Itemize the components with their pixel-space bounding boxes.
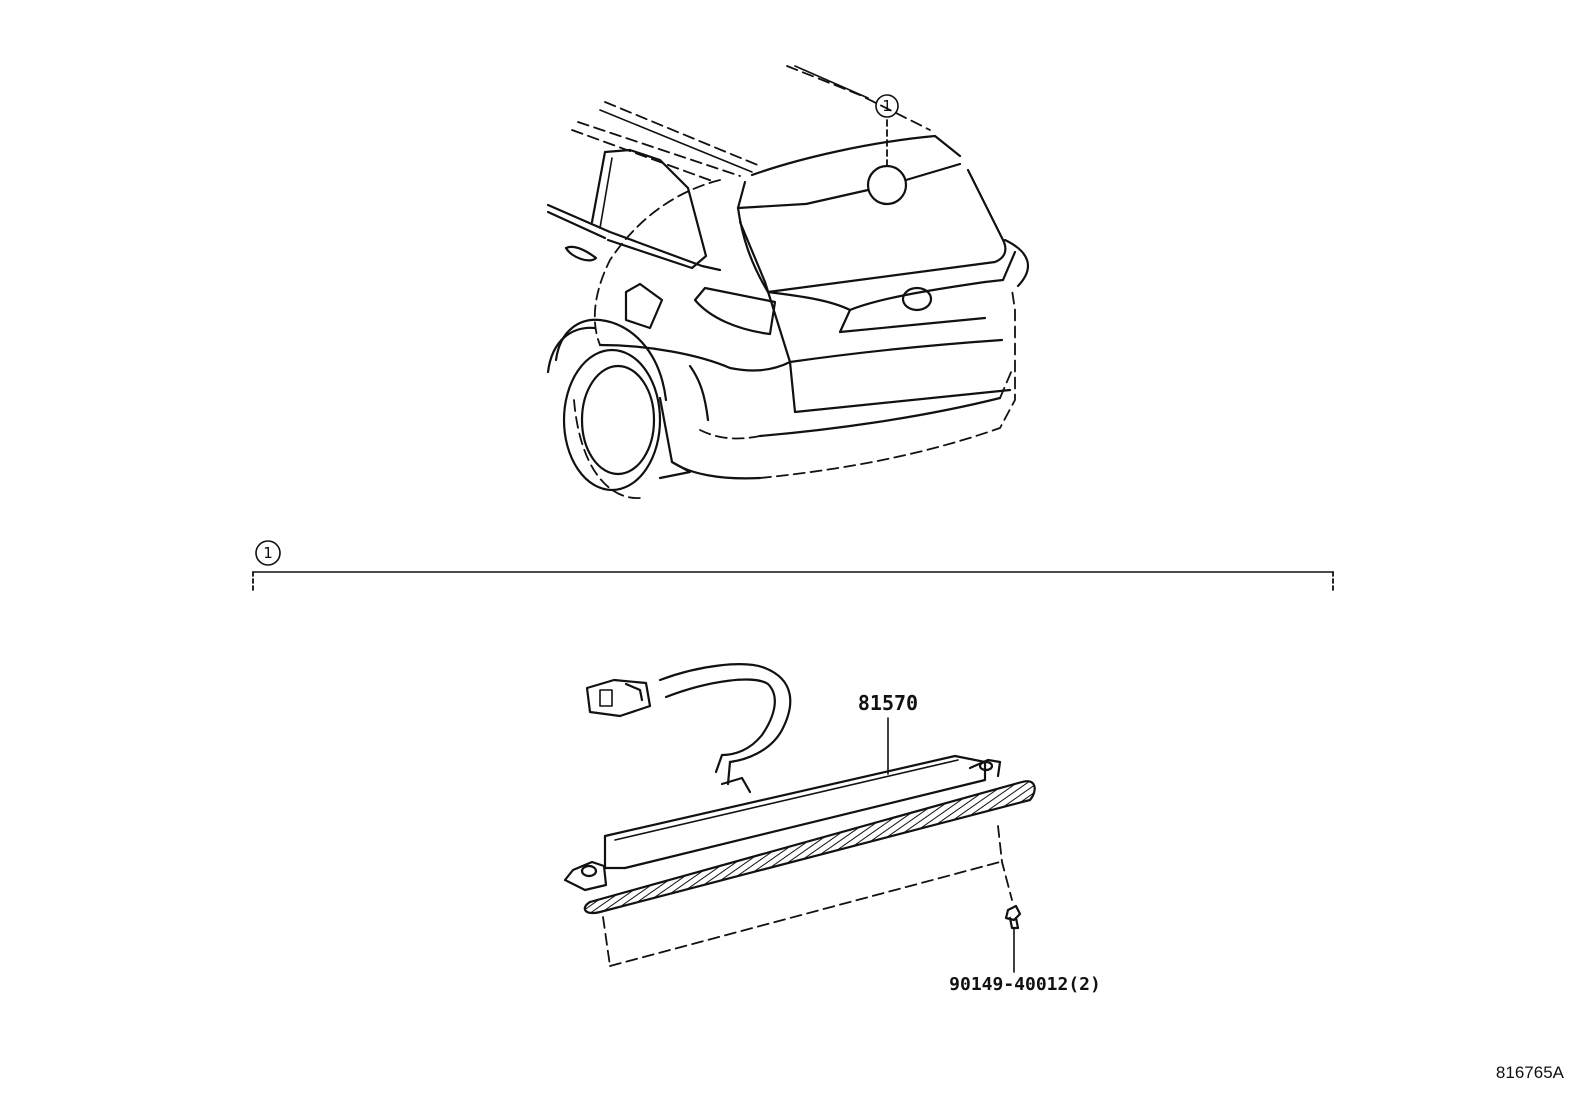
diagram-reference-code: 816765A bbox=[1496, 1063, 1565, 1082]
section-divider bbox=[252, 540, 1334, 591]
callout-marker-top: 1 bbox=[882, 97, 892, 115]
part-number-81570: 81570 bbox=[858, 691, 918, 715]
high-mount-stop-lamp-illustration bbox=[563, 663, 1036, 973]
callout-marker-section: 1 bbox=[263, 544, 273, 562]
vehicle-rear-illustration bbox=[546, 65, 1029, 499]
part-number-screw: 90149-40012(2) bbox=[949, 974, 1101, 995]
